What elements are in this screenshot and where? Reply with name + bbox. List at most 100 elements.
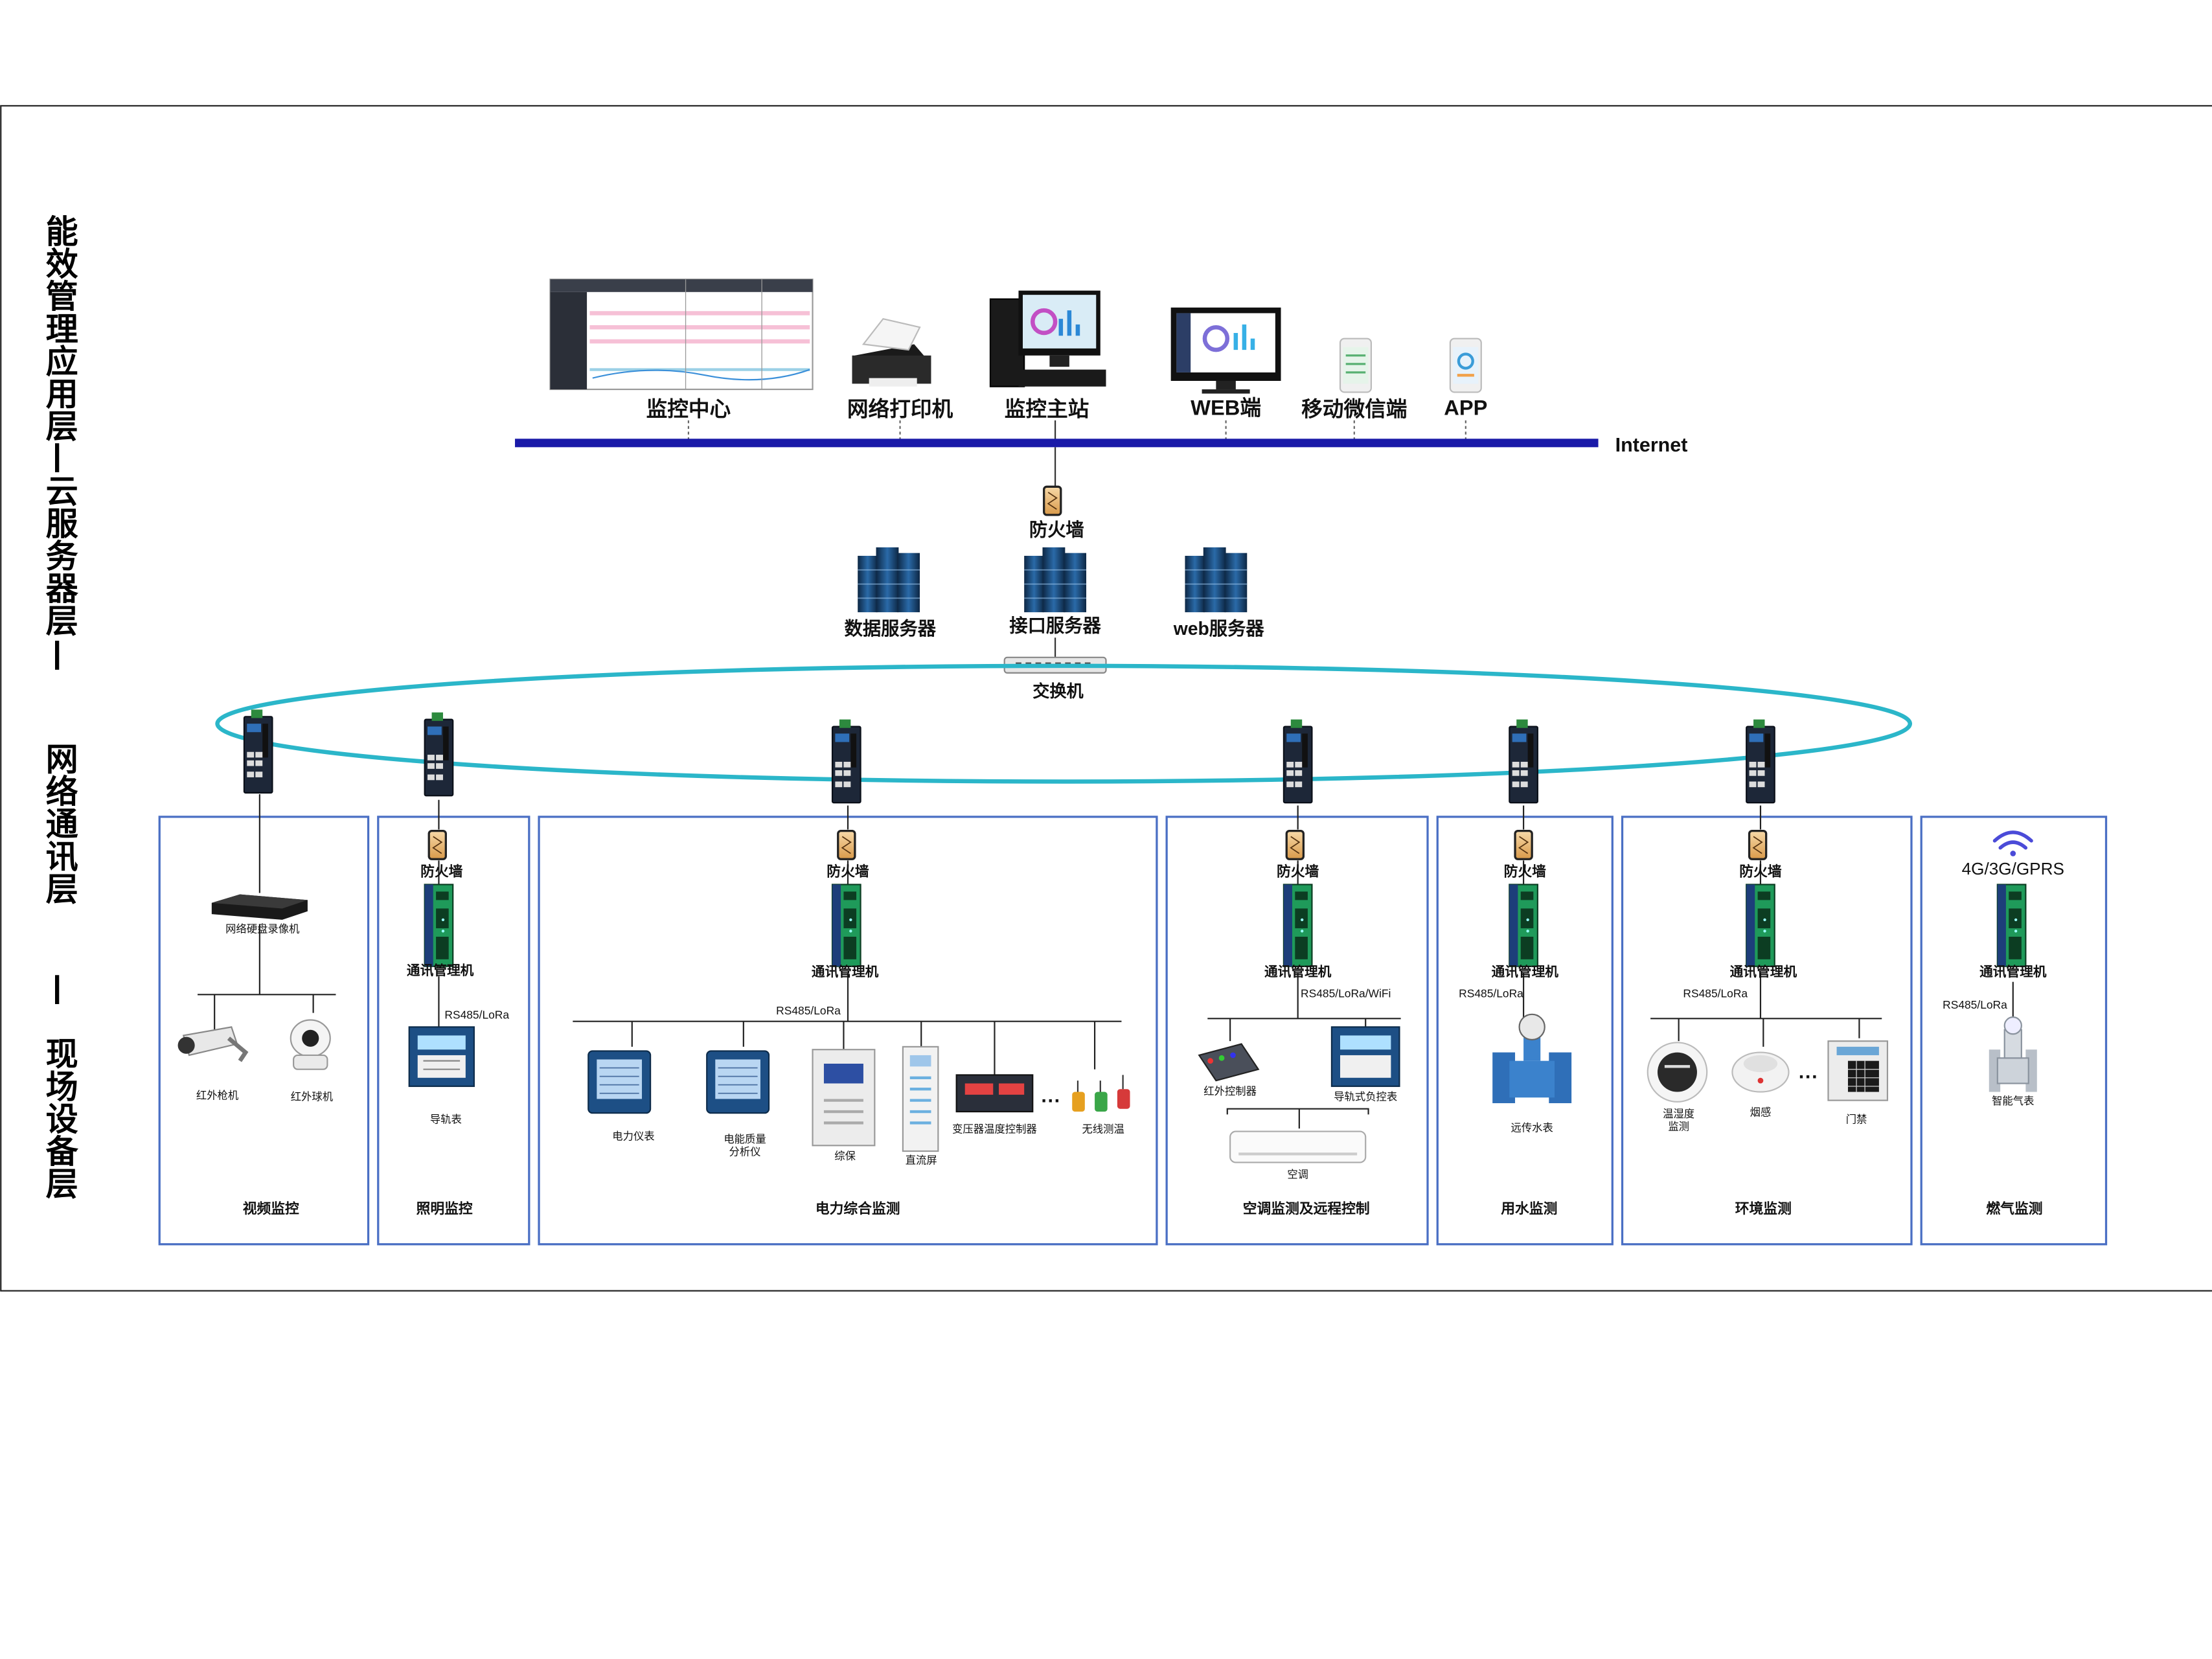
hvac-firewall-icon [1285, 830, 1305, 860]
env-ellipsis: ··· [1799, 1066, 1818, 1088]
video-section: 网络硬盘录像机 红外枪机 红外球机 视频监控 [178, 794, 336, 1217]
ring-switch-lighting-icon [424, 711, 454, 797]
water-comm-manager-icon [1509, 884, 1538, 967]
ring-switch-power-icon [831, 718, 861, 804]
wireless-temp-label: 无线测温 [1082, 1124, 1124, 1136]
hvac-firewall-label: 防火墙 [1277, 863, 1319, 879]
wechat-phone-icon [1339, 338, 1373, 393]
switch-label: 交换机 [1032, 681, 1084, 701]
panel-video [158, 816, 370, 1246]
layer-separator-2: — [41, 639, 78, 672]
ring-switch-hvac-icon [1283, 718, 1313, 804]
internet-label: Internet [1615, 434, 1688, 456]
layer-field: 现场设备层 [41, 1037, 78, 1199]
cloud-layer: 防火墙 数据服务器 接口服务器 web服务器 交换机 [845, 447, 1265, 701]
interface-server-icon [1023, 547, 1087, 613]
panel-video-title: 视频监控 [243, 1200, 299, 1217]
panel-gas-title: 燃气监测 [1986, 1200, 2042, 1217]
ring-switch-video-icon [243, 709, 273, 794]
web-monitor-icon [1170, 307, 1281, 394]
cellular-label: 4G/3G/GPRS [1962, 859, 2064, 878]
power-ellipsis: ··· [1041, 1090, 1060, 1112]
ring-switch-water-icon [1509, 718, 1538, 804]
smoke-detector-label: 烟感 [1750, 1107, 1772, 1119]
water-comm-manager-label: 通讯管理机 [1492, 964, 1559, 979]
layer-app: 能效管理应用层 [41, 214, 78, 442]
monitor-center-screen-icon [549, 279, 814, 391]
printer-label: 网络打印机 [847, 396, 953, 420]
smart-gas-meter-label: 智能气表 [1992, 1095, 2034, 1107]
env-bus-label: RS485/LoRa [1683, 987, 1748, 1000]
smart-gas-meter-icon [1989, 1016, 2037, 1092]
air-conditioner-label: 空调 [1287, 1169, 1308, 1180]
ring-switch-env-icon [1746, 718, 1775, 804]
wireless-signal-icon [1992, 830, 2033, 856]
gun-camera-icon [178, 1027, 246, 1060]
hvac-comm-manager-icon [1283, 884, 1313, 967]
access-control-icon [1827, 1040, 1889, 1101]
rail-load-meter-icon [1330, 1026, 1400, 1087]
nvr-label: 网络硬盘录像机 [225, 922, 299, 935]
rail-load-meter-label: 导轨式负控表 [1334, 1092, 1397, 1103]
env-firewall-icon [1748, 830, 1768, 860]
app-phone-icon [1449, 338, 1482, 393]
panel-gas [1920, 816, 2108, 1246]
power-meter-label: 电力仪表 [612, 1131, 654, 1143]
lighting-bus-label: RS485/LoRa [444, 1008, 509, 1021]
ring-switches [243, 709, 1775, 804]
transformer-temp-label: 变压器温度控制器 [952, 1124, 1037, 1136]
power-comm-manager-icon [831, 884, 861, 967]
monitor-center-label: 监控中心 [646, 396, 731, 420]
power-bus-label: RS485/LoRa [776, 1004, 841, 1017]
panel-env [1621, 816, 1913, 1246]
power-quality-label-2: 分析仪 [729, 1147, 761, 1158]
ir-controller-icon [1198, 1043, 1260, 1082]
layer-labels: 能效管理应用层 — 云服务器层 — 网络通讯层 — 现场设备层 [41, 214, 78, 1199]
water-firewall-icon [1514, 830, 1533, 860]
gun-camera-label: 红外枪机 [196, 1090, 238, 1101]
layer-separator-3: — [41, 974, 78, 1006]
hvac-bus-label: RS485/LoRa/WiFi [1301, 987, 1391, 1000]
water-firewall-label: 防火墙 [1504, 863, 1547, 879]
cloud-firewall-label: 防火墙 [1029, 520, 1084, 540]
transformer-temp-controller-icon [955, 1074, 1034, 1113]
water-bus-label: RS485/LoRa [1459, 987, 1523, 1000]
gas-comm-manager-icon [1996, 884, 2027, 967]
main-station-desktop-icon [989, 290, 1106, 387]
protection-label: 综保 [834, 1150, 856, 1162]
remote-water-meter-icon [1492, 1013, 1572, 1103]
protection-relay-icon [812, 1049, 876, 1147]
web-server-icon [1184, 547, 1248, 613]
layer-network: 网络通讯层 [41, 742, 78, 904]
access-control-label: 门禁 [1846, 1114, 1867, 1125]
ir-controller-label: 红外控制器 [1203, 1086, 1257, 1097]
lighting-comm-manager-icon [424, 884, 454, 967]
data-server-icon [857, 547, 920, 613]
water-section: 防火墙 通讯管理机 RS485/LoRa 远传水表 用水监测 [1459, 805, 1572, 1217]
power-comm-manager-label: 通讯管理机 [812, 964, 879, 979]
temp-humidity-label-1: 温湿度 [1663, 1108, 1694, 1120]
lighting-firewall-label: 防火墙 [420, 863, 463, 879]
dome-camera-label: 红外球机 [291, 1092, 333, 1103]
remote-water-meter-label: 远传水表 [1511, 1123, 1553, 1134]
layer-cloud: 云服务器层 [41, 474, 78, 636]
wechat-label: 移动微信端 [1301, 396, 1407, 420]
env-comm-manager-icon [1746, 884, 1775, 967]
lighting-comm-manager-label: 通讯管理机 [407, 963, 474, 978]
panel-lighting-title: 照明监控 [416, 1200, 473, 1217]
panel-power-title: 电力综合监测 [815, 1200, 900, 1217]
env-section: 防火墙 通讯管理机 RS485/LoRa 温湿度 监测 烟感 ··· 门禁 环境… [1647, 805, 1889, 1217]
diagram-frame [0, 105, 2212, 1292]
printer-icon [852, 317, 931, 387]
dc-screen-label: 直流屏 [906, 1155, 937, 1167]
power-firewall-label: 防火墙 [827, 863, 869, 879]
gas-comm-manager-label: 通讯管理机 [1979, 964, 2047, 979]
air-conditioner-icon [1229, 1130, 1367, 1163]
interface-server-label: 接口服务器 [1009, 615, 1101, 636]
dome-camera-icon [290, 1019, 331, 1070]
cloud-firewall-icon [1043, 485, 1062, 516]
internet-bus [515, 439, 1599, 448]
web-server-label: web服务器 [1173, 618, 1265, 639]
power-quality-analyzer-icon [706, 1050, 770, 1114]
rail-meter-label: 导轨表 [430, 1114, 462, 1125]
